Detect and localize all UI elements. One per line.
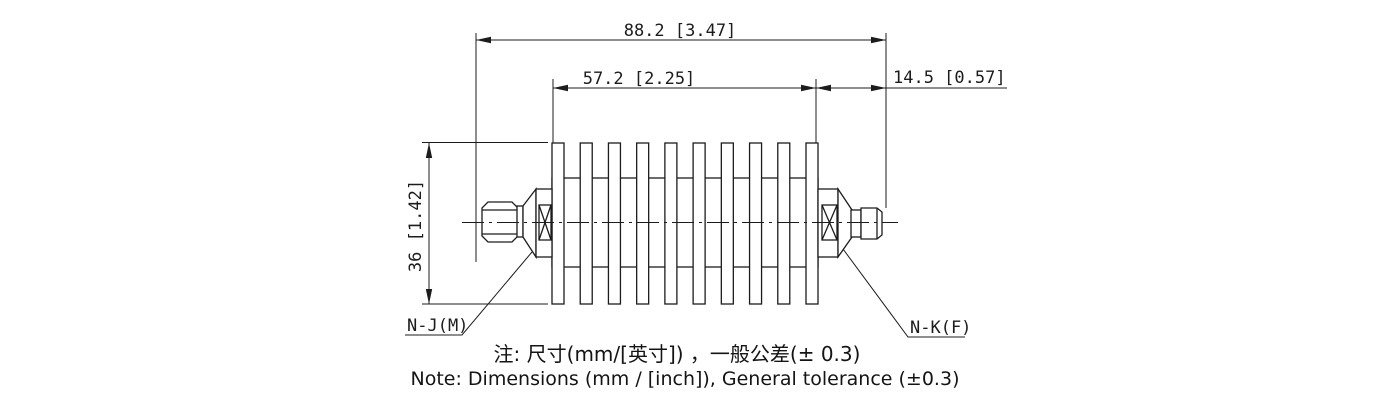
left-connector-label: N-J(M) bbox=[407, 316, 468, 336]
heatsink-fin bbox=[636, 142, 650, 305]
arrowhead-top bbox=[425, 143, 433, 158]
right-connector-female bbox=[817, 186, 883, 260]
dimension-label-overall: 88.2 [3.47] bbox=[624, 21, 737, 41]
heatsink-fin bbox=[579, 142, 593, 305]
heatsink-fin bbox=[720, 142, 734, 305]
dimension-label-connector: 14.5 [0.57] bbox=[893, 68, 1006, 88]
right-connector-label: N-K(F) bbox=[910, 318, 971, 338]
connector-ring bbox=[860, 207, 883, 240]
leader-right-connector: N-K(F) bbox=[842, 248, 971, 338]
note-chinese: 注: 尺寸(mm/[英寸]) ，一般公差(± 0.3) bbox=[494, 342, 861, 366]
heatsink-fin bbox=[551, 142, 565, 305]
arrowhead-bottom bbox=[425, 289, 433, 304]
heatsink-fin bbox=[607, 142, 622, 305]
note-english: Note: Dimensions (mm / [inch]), General … bbox=[411, 368, 960, 390]
dimension-body-length: 57.2 [2.25] bbox=[552, 69, 817, 143]
heatsink-fin bbox=[664, 142, 678, 305]
notes: 注: 尺寸(mm/[英寸]) ，一般公差(± 0.3) Note: Dimens… bbox=[411, 342, 960, 390]
leader-left-connector: N-J(M) bbox=[405, 251, 533, 336]
arrowhead-right bbox=[871, 36, 886, 44]
heatsink-fin bbox=[777, 142, 791, 305]
arrowhead-right bbox=[871, 84, 886, 92]
heatsink-fin bbox=[692, 142, 706, 305]
dimension-height: 36 [1.42] bbox=[406, 142, 548, 305]
connector-step bbox=[850, 209, 862, 238]
arrowhead-right bbox=[801, 84, 816, 92]
arrowhead-left bbox=[553, 84, 568, 92]
arrowhead-left bbox=[476, 36, 491, 44]
dimension-label-body: 57.2 [2.25] bbox=[583, 69, 696, 89]
connector-neck bbox=[516, 205, 524, 238]
heatsink-fins bbox=[551, 142, 819, 305]
heatsink-fin bbox=[805, 142, 819, 305]
attenuator-body bbox=[551, 142, 819, 305]
dimension-label-height: 36 [1.42] bbox=[406, 180, 426, 272]
leader-line bbox=[842, 248, 965, 338]
left-connector-male bbox=[481, 187, 553, 260]
leader-line bbox=[405, 251, 533, 336]
heatsink-fin bbox=[748, 142, 763, 305]
dimension-connector-length: 14.5 [0.57] bbox=[816, 68, 1007, 92]
arrowhead-left bbox=[816, 84, 831, 92]
dimension-overall-length: 88.2 [3.47] bbox=[475, 21, 887, 262]
